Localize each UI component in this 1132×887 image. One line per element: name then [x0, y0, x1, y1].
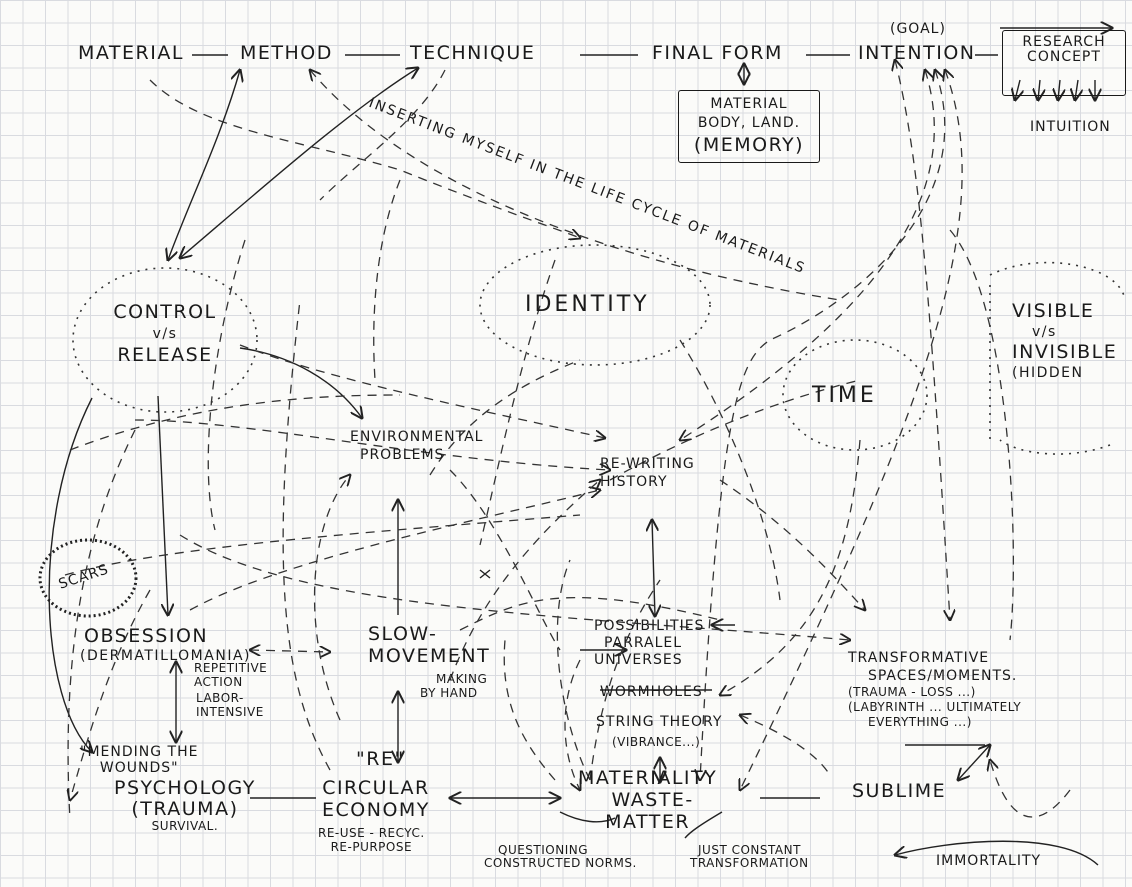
node-material-body-land: MATERIAL BODY, LAND. (MEMORY) — [678, 90, 820, 164]
research-line-1: RESEARCH — [1022, 34, 1106, 50]
node-technique: TECHNIQUE — [410, 42, 536, 64]
ru-line-1: RE-USE - RECYC. — [318, 826, 425, 840]
node-making-by-hand: MAKING BY HAND — [420, 672, 487, 701]
node-materiality: MATERIALITY WASTE- MATTER — [578, 767, 718, 834]
node-material: MATERIAL — [78, 42, 184, 64]
vi-line-4: (HIDDEN — [1012, 365, 1084, 381]
node-just-constant: JUST CONSTANT TRANSFORMATION — [690, 843, 809, 871]
q-line-2: CONSTRUCTED NORMS. — [484, 856, 637, 871]
mbl-line-2: BODY, LAND. — [697, 114, 801, 131]
ps-line-1: PSYCHOLOGY — [114, 777, 256, 799]
tr-line-2: SPACES/MOMENTS. — [868, 667, 1018, 684]
node-sublime: SUBLIME — [852, 780, 947, 802]
ob-line-1: OBSESSION — [84, 625, 209, 647]
vi-line-1: VISIBLE — [1012, 300, 1095, 322]
node-rewriting-history: RE-WRITING HISTORY — [600, 455, 695, 491]
ra-line-1: REPETITIVE — [194, 661, 268, 675]
vi-line-3: INVISIBLE — [1012, 341, 1118, 364]
mbh-line-2: BY HAND — [420, 686, 478, 701]
node-research-concept: RESEARCH CONCEPT — [1002, 30, 1126, 96]
node-final-form: FINAL FORM — [652, 42, 783, 64]
tr-line-3: (TRAUMA - LOSS ...) — [848, 685, 976, 699]
mw-line-2: WOUNDS" — [99, 760, 179, 777]
q-line-1: QUESTIONING — [498, 843, 589, 857]
node-psychology: PSYCHOLOGY (TRAUMA) SURVIVAL. — [114, 778, 256, 833]
ce-line-1: CIRCULAR — [322, 777, 430, 799]
node-repetitive-action: REPETITIVE ACTION — [194, 661, 268, 690]
small-marks — [479, 569, 985, 839]
jc-line-1: JUST CONSTANT — [698, 843, 801, 857]
node-method: METHOD — [240, 42, 333, 64]
node-time: TIME — [812, 383, 877, 408]
solid-arrows — [48, 68, 1099, 866]
mw-line-1: "MENDING THE — [80, 744, 199, 760]
node-intention: INTENTION — [858, 42, 976, 64]
li-line-1: LABOR- — [196, 691, 244, 705]
node-re: "RE" — [356, 748, 405, 770]
cr-line-3: RELEASE — [117, 343, 213, 366]
tr-line-1: TRANSFORMATIVE — [848, 650, 990, 666]
ps-line-2: (TRAUMA) — [131, 797, 239, 820]
mbl-line-1: MATERIAL — [710, 96, 788, 112]
node-environmental-problems: ENVIRONMENTAL PROBLEMS — [350, 428, 483, 464]
mt-line-2: WASTE- — [611, 788, 694, 811]
ce-line-2: ECONOMY — [322, 798, 430, 821]
li-line-2: INTENSIVE — [196, 704, 264, 719]
rh-line-2: HISTORY — [600, 474, 668, 491]
node-reuse: RE-USE - RECYC. RE-PURPOSE — [318, 826, 425, 855]
mt-line-3: MATTER — [605, 810, 691, 833]
pos-line-1: POSSIBILITIES — [594, 618, 705, 634]
sm-line-2: MOVEMENT — [368, 644, 491, 667]
pos-line-3: UNIVERSES — [594, 651, 683, 668]
pos-line-2: PARRALEL — [604, 634, 683, 651]
node-identity: IDENTITY — [525, 292, 650, 317]
ps-line-3: SURVIVAL. — [151, 818, 219, 833]
sm-line-1: SLOW- — [368, 623, 438, 645]
node-mending-the-wounds: "MENDING THE WOUNDS" — [80, 744, 198, 776]
node-questioning: QUESTIONING CONSTRUCTED NORMS. — [484, 843, 637, 871]
cr-line-2: v/s — [152, 325, 178, 342]
ru-line-2: RE-PURPOSE — [330, 840, 413, 855]
research-line-2: CONCEPT — [1027, 48, 1101, 65]
node-possibilities: POSSIBILITIES PARRALEL UNIVERSES — [594, 618, 704, 668]
ob-line-2: (DERMATILLOMANIA) — [80, 647, 251, 664]
node-obsession: OBSESSION (DERMATILLOMANIA) — [80, 625, 251, 664]
node-goal: (GOAL) — [890, 21, 946, 37]
node-transformative: TRANSFORMATIVE SPACES/MOMENTS. (TRAUMA -… — [848, 650, 1021, 730]
jc-line-2: TRANSFORMATION — [690, 856, 809, 871]
node-vibrance: (VIBRANCE...) — [612, 735, 701, 749]
mbl-line-3: (MEMORY) — [693, 133, 805, 156]
mbh-line-1: MAKING — [436, 672, 488, 686]
node-intuition: INTUITION — [1030, 119, 1111, 135]
ep-line-2: PROBLEMS — [360, 447, 445, 464]
tr-line-4: (LABYRINTH ... ULTIMATELY — [848, 700, 1022, 714]
node-labor-intensive: LABOR- INTENSIVE — [196, 691, 264, 720]
rh-line-1: RE-WRITING — [600, 456, 695, 472]
node-wormholes: WORMHOLES — [600, 684, 703, 700]
dashed-arrows — [64, 60, 1071, 821]
mt-line-1: MATERIALITY — [578, 767, 718, 789]
node-string-theory: STRING THEORY — [596, 714, 723, 730]
node-slow-movement: SLOW- MOVEMENT — [368, 623, 491, 668]
node-visible-invisible: VISIBLE v/s INVISIBLE (HIDDEN — [1012, 300, 1117, 383]
research-concept-arrows — [1000, 28, 1112, 100]
node-circular-economy: CIRCULAR ECONOMY — [322, 777, 430, 822]
ep-line-1: ENVIRONMENTAL — [350, 429, 484, 445]
tr-line-5: EVERYTHING ...) — [868, 715, 972, 729]
node-control-release: CONTROL v/s RELEASE — [100, 300, 230, 368]
vi-line-2: v/s — [1032, 323, 1057, 340]
ra-line-2: ACTION — [194, 674, 243, 689]
cr-line-1: CONTROL — [113, 301, 217, 323]
node-immortality: IMMORTALITY — [936, 853, 1042, 869]
